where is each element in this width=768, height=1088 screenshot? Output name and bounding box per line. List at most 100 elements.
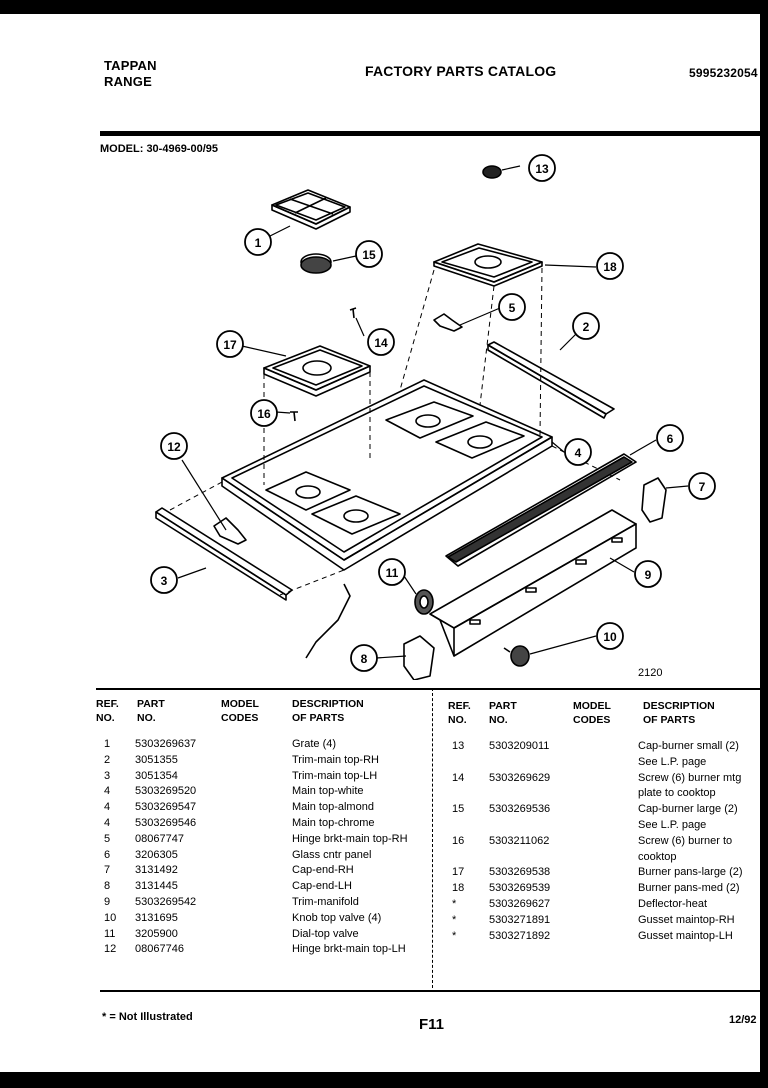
part-number: 5303211062 [489, 834, 550, 847]
part-number: 08067746 [135, 943, 184, 956]
svg-text:16: 16 [257, 407, 271, 421]
ref-number: 16 [452, 834, 465, 847]
svg-text:1: 1 [255, 236, 262, 250]
part-description: Trim-manifold [292, 895, 359, 908]
svg-text:6: 6 [667, 432, 674, 446]
parts-table-row: See L.P. page [448, 818, 766, 834]
part-number: 3206305 [135, 848, 178, 861]
brand-block: TAPPAN RANGE [104, 58, 157, 90]
large-burner-cap-drawing [300, 253, 332, 274]
part-number: 3131492 [135, 864, 178, 877]
exploded-parts-diagram: 1 13 15 18 5 14 2 17 16 4 6 7 12 3 9 11 … [150, 154, 716, 680]
part-description: Cap-end-LH [292, 880, 352, 893]
part-number: 5303269536 [489, 803, 551, 816]
glass-center-panel-drawing [445, 453, 637, 567]
part-number: 3131445 [135, 880, 178, 893]
small-burner-cap-drawing [482, 165, 502, 179]
part-description: Cap-burner small (2) [638, 740, 739, 752]
scan-border-bottom [0, 1072, 768, 1088]
part-number: 5303269637 [135, 738, 197, 750]
figure-code: 2120 [638, 667, 662, 679]
part-number: 5303269539 [489, 882, 551, 895]
part-description: Main top-chrome [292, 816, 375, 829]
part-number: 3131695 [135, 911, 178, 924]
part-description: plate to cooktop [638, 787, 716, 800]
parts-table-row: 16 5303211062 Screw (6) burner to [448, 834, 766, 850]
part-description: Screw (6) burner mtg [638, 771, 742, 784]
part-number: 5303269542 [135, 895, 197, 908]
document-number: 5995232054 [689, 66, 758, 80]
ref-number: 8 [104, 880, 111, 893]
callout-15: 15 [355, 240, 383, 268]
burner-screw-drawing [290, 411, 298, 422]
part-number: 5303269546 [135, 816, 197, 829]
ref-number: * [452, 929, 457, 942]
part-description: Gusset maintop-RH [638, 913, 735, 926]
callout-12: 12 [160, 432, 188, 460]
ref-number: 4 [104, 816, 111, 829]
part-description: cooktop [638, 850, 677, 863]
part-description: Hinge brkt-main top-LH [292, 943, 406, 956]
part-description: Gusset maintop-LH [638, 929, 733, 942]
part-description: Hinge brkt-main top-RH [292, 832, 408, 845]
part-description: Screw (6) burner to [638, 834, 733, 847]
part-description: Cap-end-RH [292, 864, 354, 877]
callout-3: 3 [150, 566, 178, 594]
parts-table-row: 12 08067746 Hinge brkt-main top-LH [96, 942, 432, 958]
ref-number: 9 [104, 895, 111, 908]
part-number: 3051355 [135, 753, 178, 766]
part-description: Grate (4) [292, 738, 337, 750]
hinge-bracket-lh-drawing [213, 517, 247, 545]
ref-number: 15 [452, 803, 465, 816]
trim-manifold-drawing [429, 509, 637, 657]
svg-text:14: 14 [374, 336, 388, 350]
part-number: 5303271891 [489, 913, 551, 926]
knob-top-valve-drawing [503, 645, 530, 667]
part-number: 3205900 [135, 927, 178, 940]
brand-name: TAPPAN [104, 58, 157, 73]
callout-10: 10 [596, 622, 624, 650]
callout-7: 7 [688, 472, 716, 500]
ref-number: 3 [104, 769, 111, 782]
trim-main-top-rh-drawing [487, 341, 615, 419]
callout-8: 8 [350, 644, 378, 672]
svg-text:15: 15 [362, 248, 376, 262]
part-description: Main top-white [292, 785, 364, 798]
part-description: Trim-main top-RH [292, 753, 379, 766]
callout-markers: 1 13 15 18 5 14 2 17 16 4 6 7 12 3 9 11 … [150, 154, 716, 672]
svg-text:4: 4 [575, 446, 582, 460]
ref-no-header-right: REF.NO. [448, 700, 471, 726]
callout-5: 5 [498, 293, 526, 321]
ref-no-header-left: REF.NO. [96, 698, 119, 724]
page-number: F11 [419, 1016, 445, 1033]
ref-number: 17 [452, 866, 465, 879]
part-description: See L.P. page [638, 818, 707, 831]
parts-table-row: See L.P. page [448, 755, 766, 771]
dial-top-valve-drawing [414, 589, 434, 615]
not-illustrated-note: * = Not Illustrated [102, 1011, 193, 1023]
header-rule [100, 131, 768, 136]
ref-number: 12 [104, 943, 117, 956]
ref-number: 14 [452, 771, 465, 784]
end-cap-rh-drawing [641, 477, 667, 523]
callout-6: 6 [656, 424, 684, 452]
svg-text:18: 18 [603, 260, 617, 274]
callout-11: 11 [378, 558, 406, 586]
gas-line-drawing [305, 583, 351, 659]
ref-number: 4 [104, 801, 111, 814]
callout-18: 18 [596, 252, 624, 280]
